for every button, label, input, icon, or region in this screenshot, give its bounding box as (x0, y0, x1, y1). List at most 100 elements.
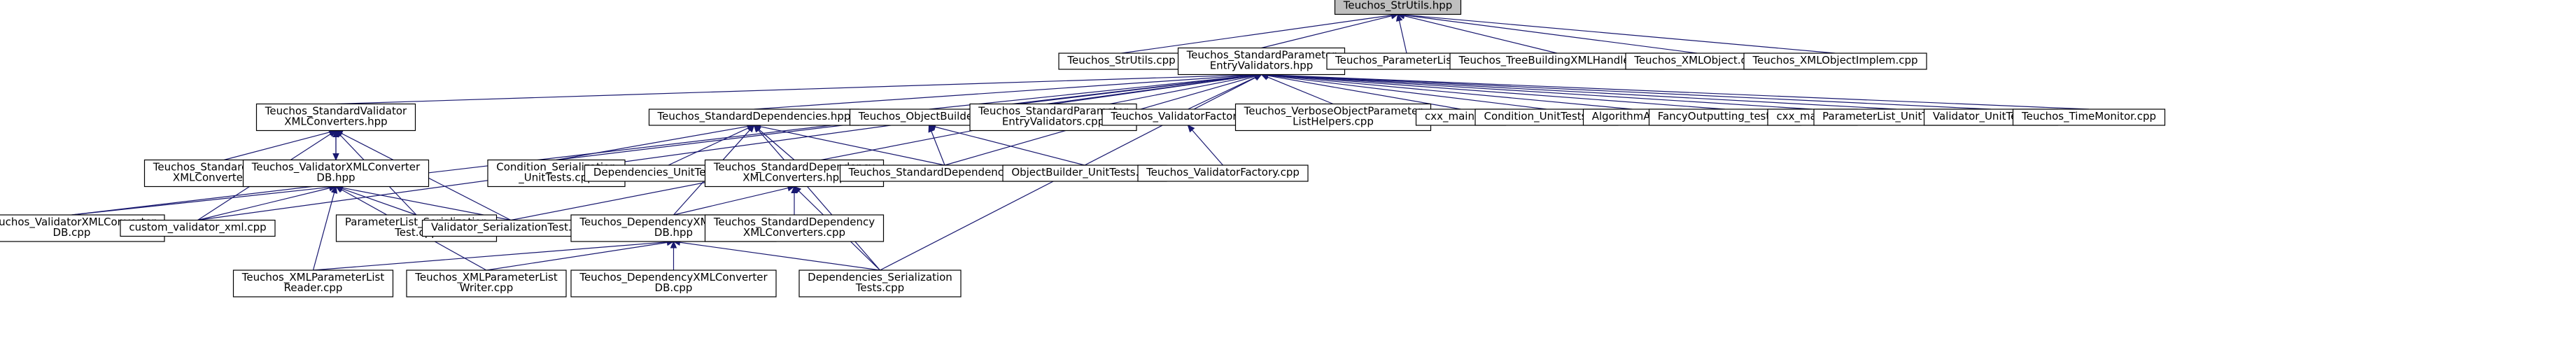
graph-node-std-dependencies-cpp[interactable]: Teuchos_StandardDependencies.cpp (839, 164, 1050, 182)
graph-node-label: Teuchos_TimeMonitor.cpp (2021, 110, 2156, 123)
graph-node-label: Teuchos_ValidatorXMLConverter (0, 216, 157, 229)
graph-node-custom-validator-xml-cpp[interactable]: custom_validator_xml.cpp (120, 219, 276, 237)
graph-edge-treebuilding-cpp-to-strutils-hpp (1404, 15, 1558, 54)
graph-node-box (2012, 108, 2166, 126)
graph-node-label: Teuchos_StandardDependency (713, 216, 875, 229)
graph-edge-custom-validator-xml-cpp-to-validator-xmlconv-db-hpp (197, 188, 330, 221)
graph-node-label: Teuchos_DependencyXMLConverter (579, 271, 768, 284)
graph-node-box (232, 270, 394, 298)
graph-node-box (120, 219, 276, 237)
graph-node-box (1234, 103, 1432, 132)
graph-node-xmlobjectimplem-cpp[interactable]: Teuchos_XMLObjectImplem.cpp (1743, 52, 1927, 70)
graph-node-label: Teuchos_TreeBuildingXMLHandler.cpp (1458, 54, 1655, 67)
graph-node-condition-serialization-cpp[interactable]: Condition_Serialization_UnitTests.cpp (487, 159, 626, 188)
graph-node-fancyoutputting-cpp[interactable]: FancyOutputting_test.cpp (1648, 108, 1802, 126)
graph-edge-arrowhead (1395, 13, 1403, 22)
graph-edge-condition-serialization-cpp-to-std-dependencies-hpp (556, 125, 748, 161)
graph-node-label: ListHelpers.cpp (1293, 115, 1374, 128)
graph-node-verbose-obj-param-cpp[interactable]: Teuchos_VerboseObjectParameterListHelper… (1234, 103, 1432, 132)
graph-node-std-validator-xmlconv-hpp[interactable]: Teuchos_StandardValidatorXMLConverters.h… (255, 103, 416, 132)
graph-edge-validatorfactory-cpp-to-validatorfactory-hpp (1191, 130, 1223, 166)
graph-node-label: DB.hpp (654, 226, 693, 239)
graph-edge-std-validator-xmlconv-cpp-to-std-validator-xmlconv-hpp (223, 132, 330, 161)
graph-node-parameterlist-cpp[interactable]: Teuchos_ParameterList.cpp (1326, 52, 1487, 70)
graph-node-strutils-hpp[interactable]: Teuchos_StrUtils.hpp (1334, 0, 1462, 15)
graph-node-box (570, 270, 777, 298)
graph-node-std-dependencies-hpp[interactable]: Teuchos_StandardDependencies.hpp (648, 108, 860, 126)
graph-node-label: Writer.cpp (460, 281, 513, 294)
graph-edge-xml-paramlist-reader-cpp-to-validator-xmlconv-db-hpp (312, 192, 335, 271)
graph-node-objectbuilder-hpp[interactable]: Teuchos_ObjectBuilder.hpp (849, 108, 1009, 126)
graph-node-box (1137, 164, 1309, 182)
graph-edge-validator-serialization-cpp-to-std-param-entry-validators-hpp (510, 75, 1255, 221)
graph-edge-std-param-entry-validators-hpp-to-strutils-hpp (1261, 15, 1392, 49)
graph-node-box (1334, 0, 1462, 15)
graph-node-label: Dependencies_Serialization (808, 271, 952, 284)
graph-node-label: Teuchos_StandardValidator (265, 105, 407, 118)
graph-node-box (255, 103, 416, 132)
graph-edge-condition-unittests-cpp-to-std-param-entry-validators-hpp (1267, 74, 1547, 110)
graph-node-label: Condition_UnitTests.cpp (1484, 110, 1609, 123)
graph-node-validator-serialization-cpp[interactable]: Validator_SerializationTest.cpp (421, 219, 600, 237)
graph-edge-dependencies-unittests-cpp-to-std-dependencies-hpp (668, 127, 749, 166)
graph-node-std-param-entry-validators-cpp[interactable]: Teuchos_StandardParameterEntryValidators… (969, 103, 1137, 132)
graph-node-label: Reader.cpp (284, 281, 343, 294)
graph-node-std-param-entry-validators-hpp[interactable]: Teuchos_StandardParameterEntryValidators… (1177, 47, 1346, 76)
graph-node-label: XMLConverters.hpp (284, 115, 387, 128)
graph-edge-std-validator-xmlconv-hpp-to-std-param-entry-validators-hpp (335, 74, 1255, 105)
graph-node-label: XMLConverters.hpp (742, 172, 845, 184)
graph-edge-xml-paramlist-reader-cpp-to-dependency-xmlconv-db-hpp (313, 241, 668, 271)
graph-node-label: Teuchos_ValidatorFactory.hpp (1110, 110, 1265, 123)
graph-edge-validatorfactory-hpp-to-std-param-entry-validators-hpp (1188, 76, 1256, 110)
graph-node-label: Teuchos_ObjectBuilder.hpp (858, 110, 999, 123)
graph-node-label: DB.cpp (655, 281, 693, 294)
graph-edge-xmlobjectimplem-cpp-to-strutils-hpp (1404, 14, 1836, 54)
graph-node-timemonitor-cpp[interactable]: Teuchos_TimeMonitor.cpp (2012, 108, 2166, 126)
graph-edge-arrowhead (1187, 125, 1195, 133)
graph-node-label: Teuchos_ValidatorXMLConverter (251, 161, 421, 174)
graph-edge-custom-validator-xml-cpp-to-std-param-entry-validators-hpp (197, 75, 1255, 221)
graph-node-label: Tests.cpp (855, 281, 904, 294)
graph-edge-std-dependencies-hpp-to-std-param-entry-validators-hpp (754, 74, 1255, 110)
graph-edge-dependencies-serialization-cpp-to-std-dependencies-hpp (757, 130, 880, 271)
graph-node-std-dependency-xmlconv-hpp[interactable]: Teuchos_StandardDependencyXMLConverters.… (704, 159, 885, 188)
graph-node-box (704, 214, 885, 242)
graph-node-strutils-cpp[interactable]: Teuchos_StrUtils.cpp (1058, 52, 1185, 70)
graph-node-label: Teuchos_VerboseObjectParameter (1244, 105, 1423, 118)
graph-edge-fancyoutputting-cpp-to-std-param-entry-validators-hpp (1267, 74, 1726, 110)
graph-node-validatorfactory-cpp[interactable]: Teuchos_ValidatorFactory.cpp (1137, 164, 1309, 182)
graph-edge-cxx-main-cpp-2-to-std-param-entry-validators-hpp (1267, 74, 1813, 110)
graph-node-box (242, 159, 430, 188)
graph-edge-validator-unittest-cpp-to-std-param-entry-validators-hpp (1267, 74, 1992, 110)
graph-node-condition-unittests-cpp[interactable]: Condition_UnitTests.cpp (1474, 108, 1619, 126)
graph-node-label: DB.hpp (316, 172, 355, 184)
graph-edge-validator-xmlconv-db-cpp-to-validator-xmlconv-db-hpp (71, 186, 330, 216)
graph-node-label: XMLConverters.cpp (743, 226, 845, 239)
graph-edge-arrowhead (753, 125, 761, 133)
graph-edge-std-dependencies-cpp-to-std-dependencies-hpp (760, 126, 945, 166)
graph-edge-std-dependencies-cpp-to-objectbuilder-hpp (931, 131, 945, 166)
graph-node-xmlobject-cpp[interactable]: Teuchos_XMLObject.cpp (1625, 52, 1769, 70)
graph-edge-strutils-cpp-to-strutils-hpp (1121, 15, 1392, 54)
graph-node-validatorfactory-hpp[interactable]: Teuchos_ValidatorFactory.hpp (1102, 108, 1274, 126)
graph-node-objectbuilder-unittests-cpp[interactable]: ObjectBuilder_UnitTests.cpp (1002, 164, 1167, 182)
graph-node-label: Teuchos_XMLObjectImplem.cpp (1752, 54, 1917, 67)
graph-node-std-dependency-xmlconv-cpp[interactable]: Teuchos_StandardDependencyXMLConverters.… (704, 214, 885, 242)
graph-node-label: Teuchos_StrUtils.cpp (1067, 54, 1175, 67)
graph-node-box (406, 270, 567, 298)
graph-node-treebuilding-cpp[interactable]: Teuchos_TreeBuildingXMLHandler.cpp (1449, 52, 1665, 70)
graph-edge-arrowhead (332, 153, 339, 161)
graph-node-label: Teuchos_StandardParameter (1186, 49, 1337, 62)
graph-edge-verbose-obj-param-cpp-to-std-param-entry-validators-hpp (1267, 76, 1334, 105)
graph-node-label: EntryValidators.cpp (1002, 115, 1104, 128)
graph-node-label: ObjectBuilder_UnitTests.cpp (1011, 166, 1157, 179)
graph-edge-dependencies-serialization-cpp-to-dependency-xmlconv-db-hpp (680, 241, 880, 271)
graph-edge-timemonitor-cpp-to-std-param-entry-validators-hpp (1267, 74, 2090, 110)
graph-nodes: Teuchos_StrUtils.hppTeuchos_StrUtils.cpp… (0, 0, 2166, 298)
